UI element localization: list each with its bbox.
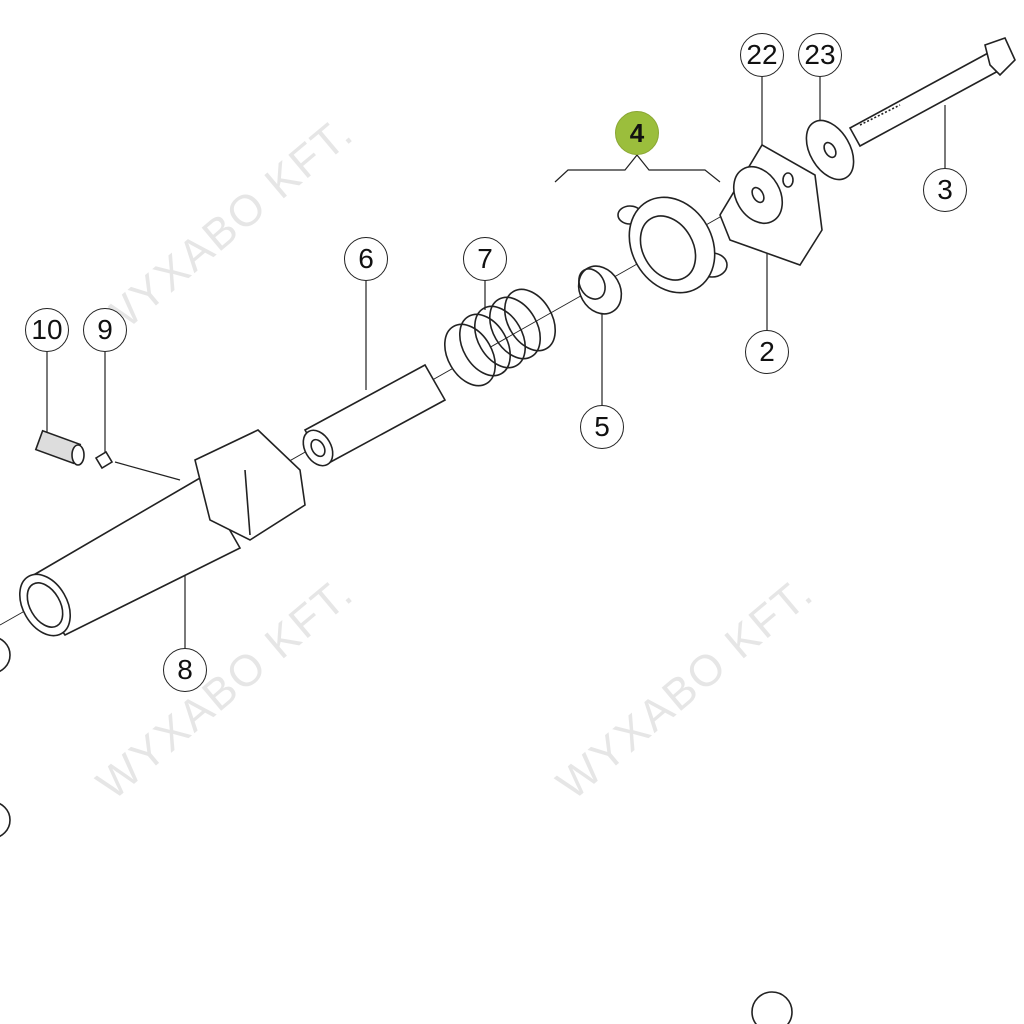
callout-5[interactable]: 5 — [580, 405, 624, 449]
washer-part-23 — [805, 119, 855, 181]
housing-part-8 — [18, 429, 306, 637]
callout-8[interactable]: 8 — [163, 648, 207, 692]
cap-part-9 — [94, 450, 114, 470]
callout-9[interactable]: 9 — [83, 308, 127, 352]
callout-4-highlighted[interactable]: 4 — [615, 111, 659, 155]
callout-23[interactable]: 23 — [798, 33, 842, 77]
spring-part-7 — [443, 288, 557, 387]
grease-nipple-part-10 — [34, 429, 85, 466]
callout-2[interactable]: 2 — [745, 330, 789, 374]
callout-3[interactable]: 3 — [923, 168, 967, 212]
bolt-part-3 — [848, 37, 1016, 148]
tube-part-6 — [302, 363, 447, 467]
callout-22[interactable]: 22 — [740, 33, 784, 77]
bushing-part-5 — [577, 265, 623, 315]
callout-7[interactable]: 7 — [463, 237, 507, 281]
washer-part-2 — [732, 165, 784, 225]
callout-10[interactable]: 10 — [25, 308, 69, 352]
bearing-part-4 — [617, 196, 728, 294]
callout-6[interactable]: 6 — [344, 237, 388, 281]
